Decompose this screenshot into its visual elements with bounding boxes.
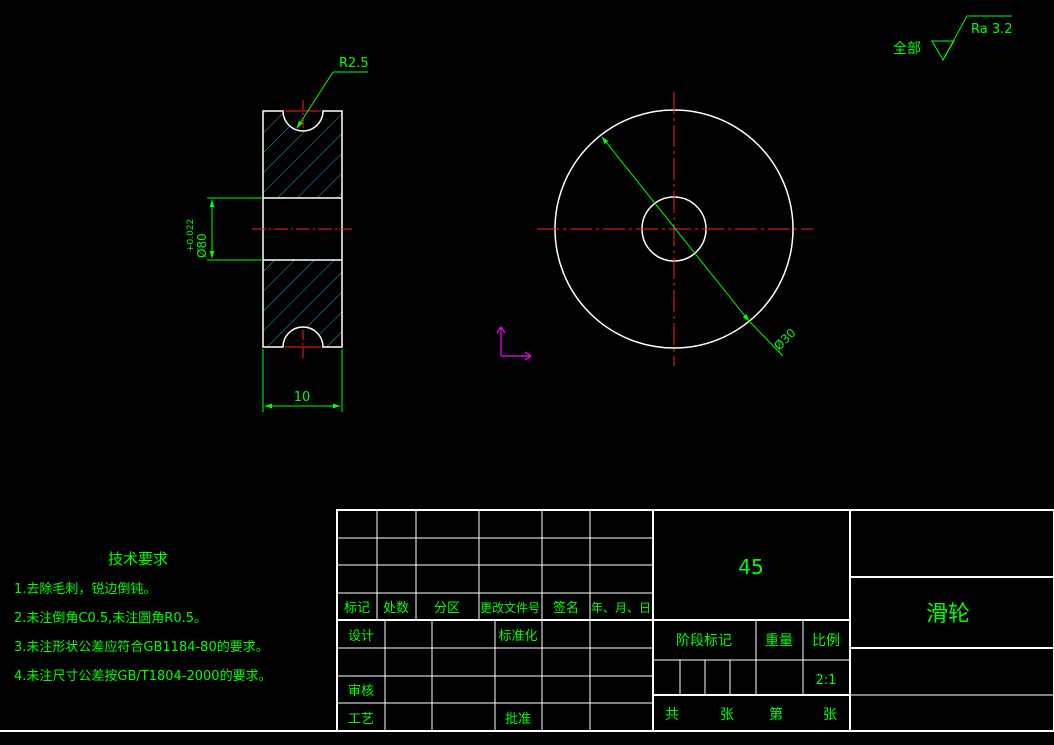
note-item: 1.去除毛刺，锐边倒钝。 (14, 582, 156, 597)
pulley-front-view (537, 92, 813, 366)
header-change-doc: 更改文件号 (480, 600, 540, 615)
section-hatch-top (263, 111, 342, 198)
dim-width: 10 (294, 390, 311, 405)
label-sheet-unit: 张 (823, 707, 837, 723)
label-review: 审核 (348, 684, 374, 699)
label-sheet-unit: 张 (720, 707, 734, 723)
dim-bore: Ø80 (195, 233, 209, 258)
roughness-value: Ra 3.2 (971, 22, 1013, 37)
note-item: 2.未注倒角C0.5,未注圆角R0.5。 (14, 611, 207, 626)
note-item: 4.未注尺寸公差按GB/T1804-2000的要求。 (14, 668, 272, 684)
pulley-section-view (207, 71, 368, 412)
scale-value: 2:1 (816, 673, 837, 688)
dim-outer-diameter: Ø30 (771, 326, 798, 353)
label-weight: 重量 (765, 633, 793, 649)
header-date: 年、月、日 (591, 601, 651, 615)
header-count: 处数 (383, 601, 409, 616)
label-standardization: 标准化 (498, 629, 537, 644)
material-value: 45 (738, 555, 763, 579)
ucs-icon (496, 326, 532, 361)
label-design: 设计 (348, 629, 374, 644)
note-item: 3.未注形状公差应符合GB1184-80的要求。 (14, 639, 269, 655)
header-signature: 签名 (553, 600, 579, 616)
label-scale: 比例 (812, 633, 840, 649)
label-sheets-total: 共 (665, 707, 679, 723)
notes-title: 技术要求 (108, 550, 168, 568)
roughness-symbol (931, 15, 1012, 61)
part-name: 滑轮 (926, 602, 970, 627)
label-process: 工艺 (348, 712, 374, 727)
label-approve: 批准 (505, 712, 531, 727)
label-stage-mark: 阶段标记 (676, 633, 732, 649)
section-hatch-bottom (263, 260, 342, 347)
header-mark: 标记 (344, 601, 370, 616)
label-sheet-of: 第 (769, 706, 783, 723)
dim-bore-tolerance: +0.022 (186, 219, 196, 252)
header-zone: 分区 (434, 601, 460, 616)
title-block-grid (336, 509, 1054, 732)
roughness-prefix: 全部 (893, 40, 921, 57)
dim-radius: R2.5 (339, 56, 369, 71)
